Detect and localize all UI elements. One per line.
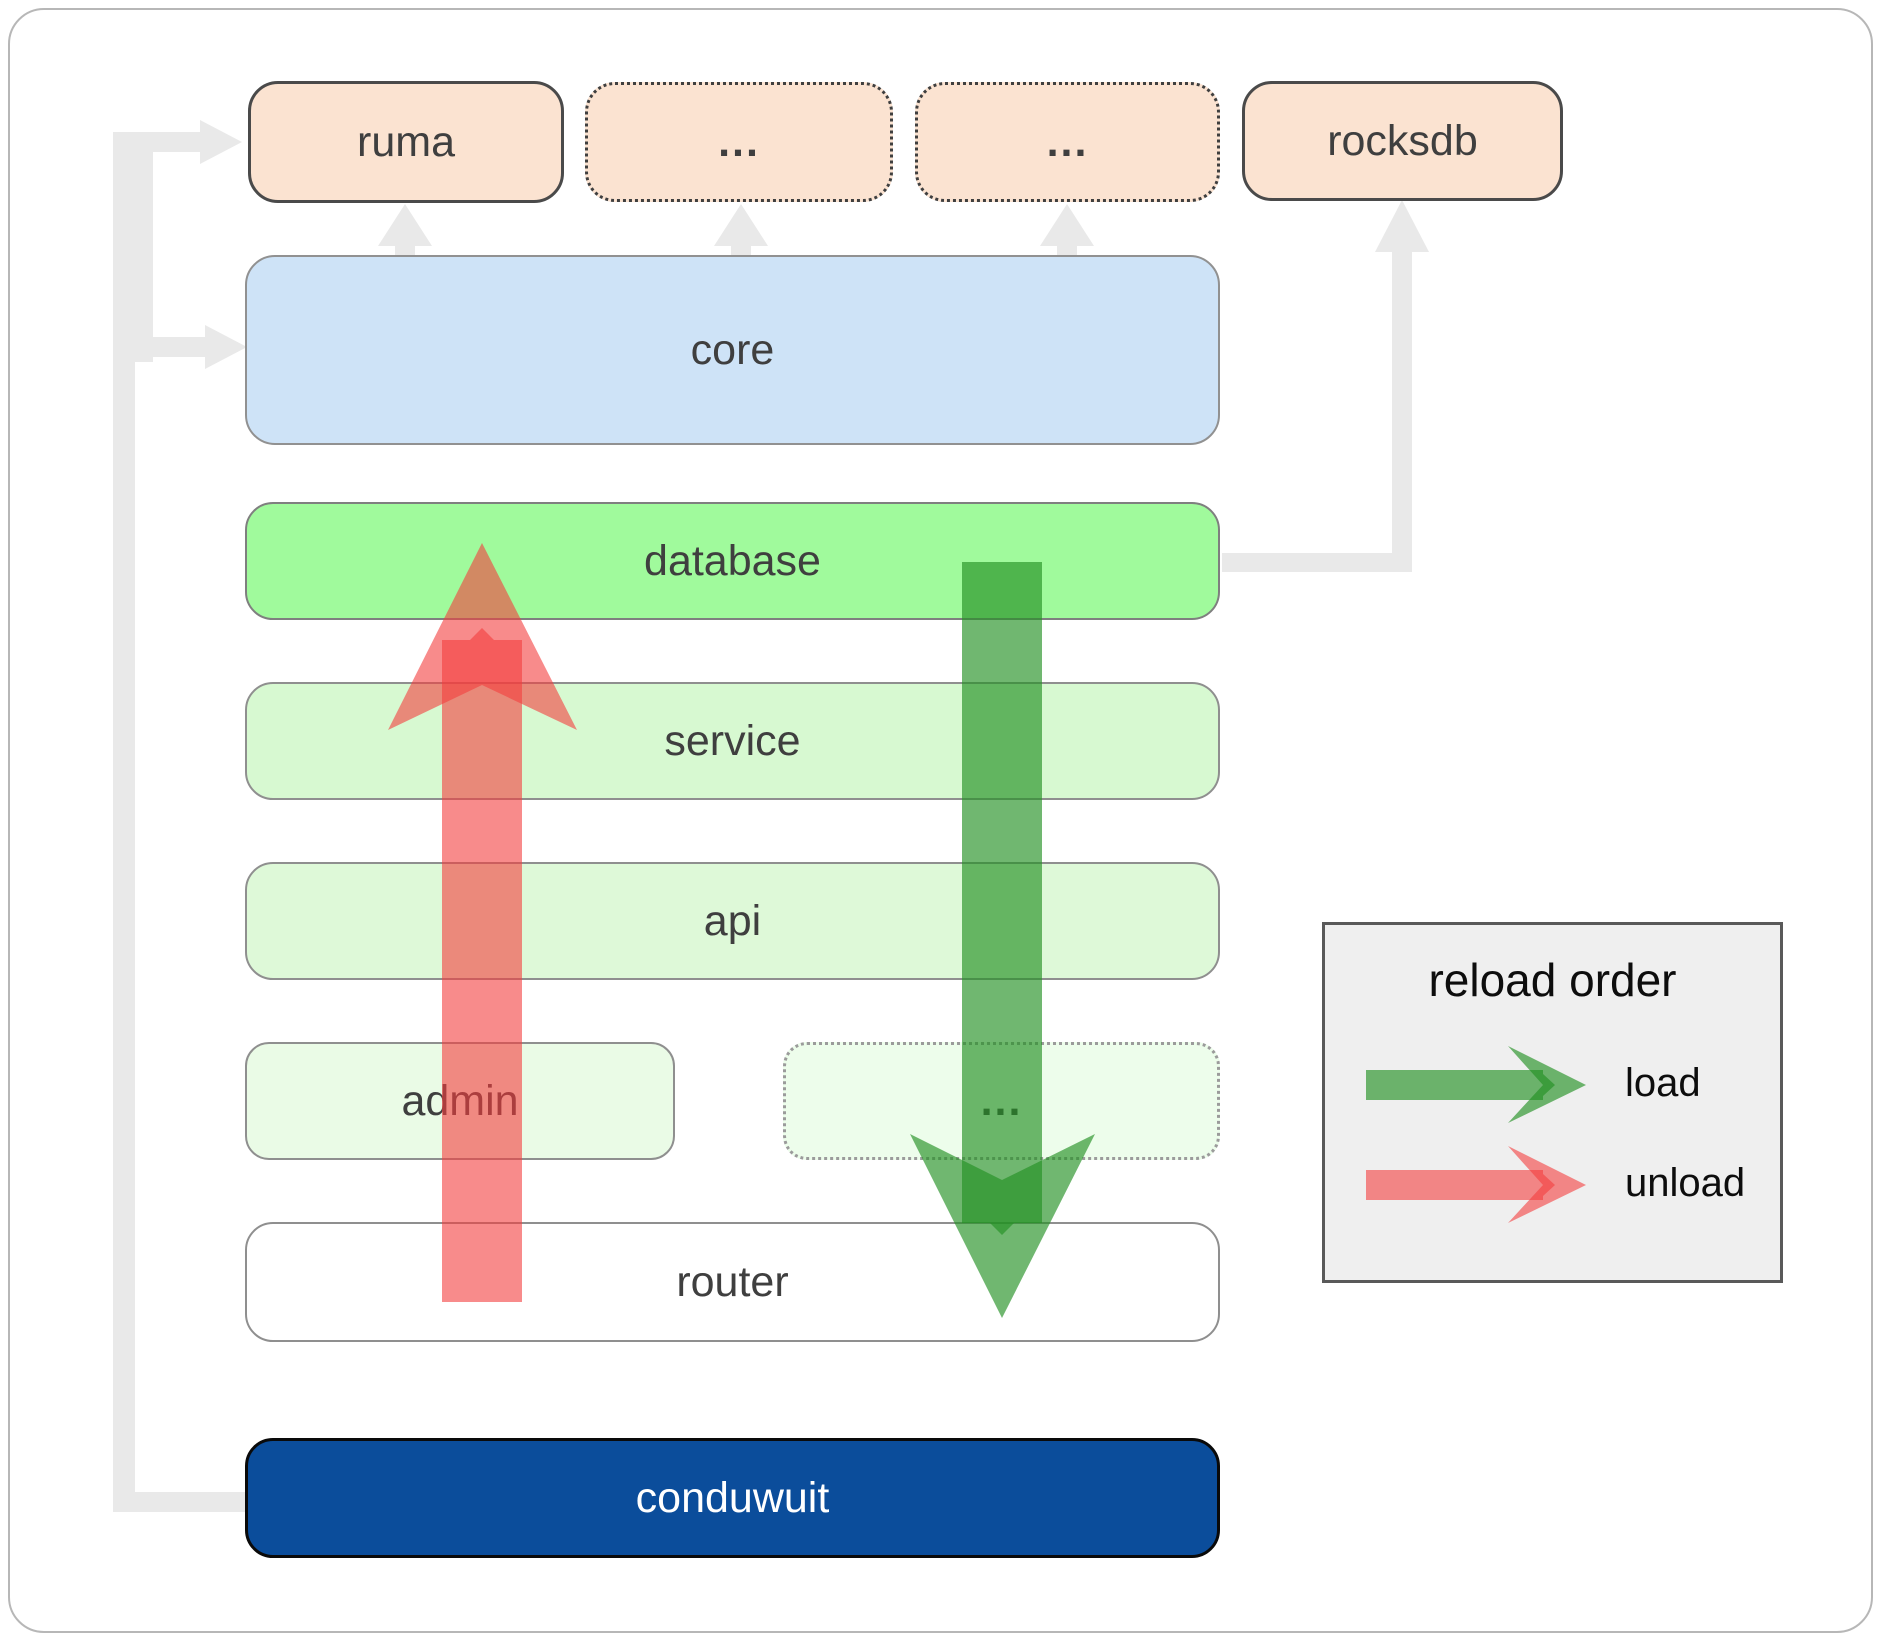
node-dots-bottom-label: ...	[980, 1076, 1023, 1125]
legend-load-arrow-shaft	[1366, 1070, 1555, 1100]
legend-unload-arrow-icon	[1366, 1146, 1586, 1223]
legend-unload-arrow-shaft	[1366, 1170, 1555, 1200]
node-ruma: ruma	[248, 81, 564, 203]
node-database: database	[245, 502, 1220, 620]
node-router: router	[245, 1222, 1220, 1342]
node-dots-bottom: ...	[783, 1042, 1220, 1160]
connector-ruma-arm	[113, 132, 203, 152]
connector-bottom-arm	[113, 1492, 247, 1512]
arrowhead-up-dots1-icon	[714, 204, 768, 246]
connector-database-to-rocksdb	[1222, 200, 1429, 572]
connector-branch-to-core	[133, 152, 247, 369]
legend-unload-label: unload	[1625, 1161, 1746, 1205]
node-service-label: service	[664, 716, 801, 765]
outer-frame	[8, 8, 1873, 1633]
arrowhead-up-ruma-icon	[378, 204, 432, 246]
node-router-label: router	[676, 1257, 789, 1306]
node-api-label: api	[703, 896, 762, 945]
arrowhead-into-rocksdb-icon	[1375, 200, 1429, 252]
legend-load-arrow-icon	[1366, 1046, 1586, 1123]
legend: reload order load unload	[1322, 922, 1783, 1283]
node-dots-top-1-label: ...	[718, 117, 760, 166]
legend-load-label: load	[1625, 1061, 1701, 1105]
legend-title: reload order	[1428, 954, 1677, 1006]
connector-db-vertical	[1392, 250, 1412, 572]
connectors-core-to-top-row	[378, 204, 1094, 257]
node-core-label: core	[690, 325, 775, 374]
node-conduwuit-label: conduwuit	[635, 1473, 830, 1522]
node-dots-top-2-label: ...	[1046, 117, 1089, 166]
legend-unload-arrow-head	[1508, 1146, 1586, 1223]
node-database-label: database	[644, 536, 821, 585]
node-core: core	[245, 255, 1220, 445]
connector-db-horizontal	[1222, 553, 1394, 572]
node-admin: admin	[245, 1042, 675, 1160]
node-admin-label: admin	[401, 1076, 519, 1125]
node-service: service	[245, 682, 1220, 800]
connector-conduwuit-to-ruma	[113, 120, 247, 1512]
node-conduwuit: conduwuit	[245, 1438, 1220, 1558]
connector-core-vertical	[133, 152, 153, 362]
connector-core-arm	[133, 337, 208, 357]
node-rocksdb: rocksdb	[1242, 81, 1563, 201]
arrowhead-into-core-icon	[205, 325, 247, 369]
node-dots-top-2: ...	[915, 82, 1220, 202]
node-ruma-label: ruma	[357, 117, 455, 166]
node-dots-top-1: ...	[585, 82, 893, 202]
node-rocksdb-label: rocksdb	[1327, 116, 1478, 165]
arrowhead-up-dots2-icon	[1040, 204, 1094, 246]
arrowhead-into-ruma-icon	[200, 120, 242, 164]
connector-vertical-line	[113, 133, 135, 1512]
node-api: api	[245, 862, 1220, 980]
legend-load-arrow-head	[1508, 1046, 1586, 1123]
